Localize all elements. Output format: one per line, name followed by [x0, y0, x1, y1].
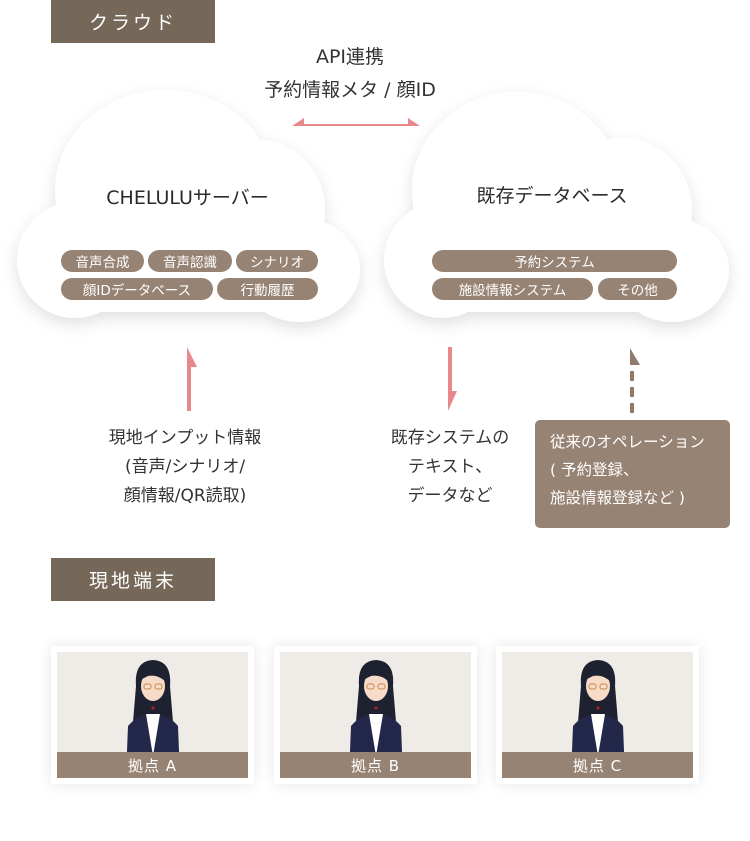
chelulu-server-title: CHELULUサーバー — [106, 187, 269, 209]
bidirectional-arrow-icon — [292, 118, 420, 126]
caption-line: 施設情報登録など ) — [550, 489, 685, 507]
terminal-label: 拠点 C — [502, 752, 693, 778]
tag-scenario: シナリオ — [236, 250, 318, 272]
local-input-caption: 現地インプット情報 (音声/シナリオ/ 顔情報/QR読取) — [85, 424, 285, 511]
existing-database-cloud: 既存データベース 予約システム 施設情報システム その他 — [382, 80, 732, 325]
tag-face-id-database: 顔IDデータベース — [61, 278, 213, 300]
caption-line: 顔情報/QR読取) — [123, 486, 247, 506]
tag-reservation-system: 予約システム — [432, 250, 677, 272]
caption-line: 従来のオペレーション — [550, 433, 705, 451]
arrow-up-icon — [187, 347, 197, 411]
terminal-screen: 拠点 A — [57, 652, 248, 778]
tag-speech-synthesis: 音声合成 — [61, 250, 144, 272]
caption-line: 既存システムの — [390, 428, 510, 448]
caption-line: 現地インプット情報 — [108, 428, 262, 448]
terminal-screen: 拠点 B — [280, 652, 471, 778]
caption-line: (音声/シナリオ/ — [124, 457, 246, 477]
cloud-section-label: クラウド — [51, 0, 215, 43]
caption-line: ( 予約登録、 — [550, 461, 639, 479]
tag-behavior-history: 行動履歴 — [217, 278, 318, 300]
terminal-label: 拠点 A — [57, 752, 248, 778]
terminal-label: 拠点 B — [280, 752, 471, 778]
arrow-down-icon — [448, 347, 457, 411]
existing-output-caption: 既存システムの テキスト、 データなど — [370, 424, 530, 511]
api-link-subtitle: 予約情報メタ / 顔ID — [264, 79, 436, 101]
api-link-title: API連携 — [315, 46, 385, 68]
chelulu-server-cloud: CHELULUサーバー 音声合成 音声認識 シナリオ 顔IDデータベース 行動履… — [15, 80, 360, 325]
caption-line: テキスト、 — [407, 457, 493, 477]
tag-facility-info-system: 施設情報システム — [432, 278, 593, 300]
receptionist-avatar-icon — [570, 660, 625, 776]
terminal-card-b: 拠点 B — [274, 646, 477, 784]
terminal-card-a: 拠点 A — [51, 646, 254, 784]
terminal-section-label: 現地端末 — [51, 558, 215, 601]
dashed-arrow-up-icon — [630, 348, 640, 413]
existing-database-title: 既存データベース — [476, 185, 628, 207]
terminal-card-c: 拠点 C — [496, 646, 699, 784]
legacy-operation-box: 従来のオペレーション ( 予約登録、 施設情報登録など ) — [535, 420, 730, 528]
caption-line: データなど — [407, 486, 493, 506]
tag-speech-recognition: 音声認識 — [148, 250, 232, 272]
tag-other: その他 — [598, 278, 677, 300]
terminal-screen: 拠点 C — [502, 652, 693, 778]
